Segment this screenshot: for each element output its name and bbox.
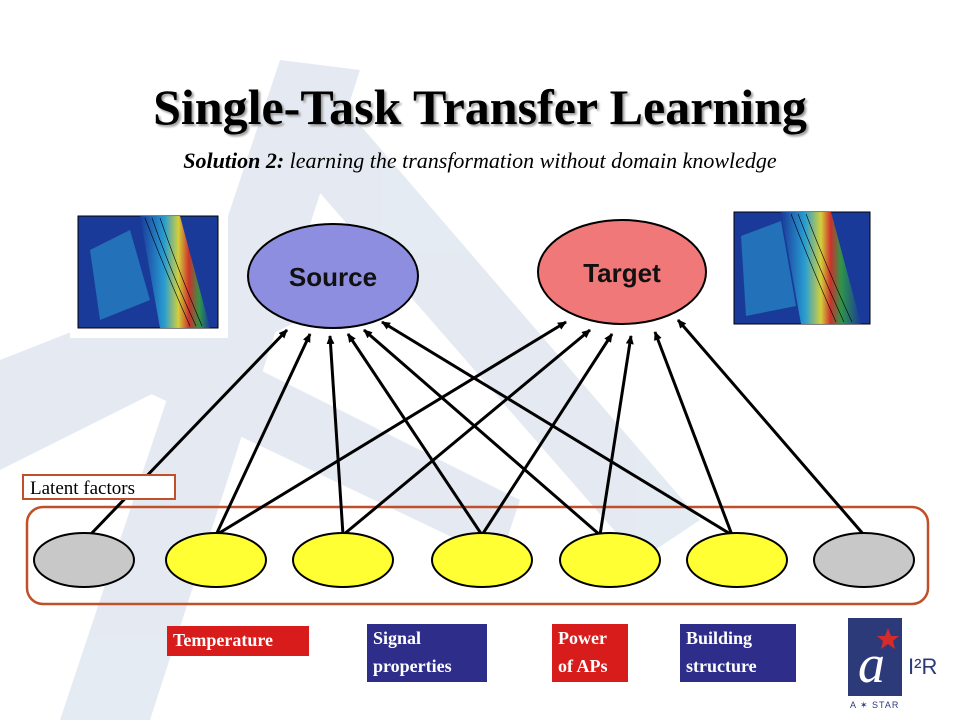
target-node [537, 219, 707, 325]
latent-factors-label: Latent factors [22, 474, 176, 500]
latent-factor-node [686, 532, 788, 588]
slide-subtitle: Solution 2: learning the transformation … [0, 148, 960, 174]
astar-i2r-logo: a I²R A ✶ STAR [848, 618, 937, 710]
arrow-f7-target [676, 319, 866, 536]
factor-label-text: Building [686, 628, 753, 648]
factor-label-text: Signal [373, 628, 422, 648]
arrow-f3-target [342, 328, 591, 537]
factor-label-power-of-aps: Power of APs [552, 624, 628, 682]
logo-i2r-text: I²R [908, 654, 937, 679]
latent-factors-frame [25, 505, 930, 606]
factor-label-text: Power [558, 628, 607, 648]
factor-label-text: of APs [558, 656, 608, 676]
svg-text:a: a [858, 634, 885, 694]
factor-label-signal-properties: Signal properties [367, 624, 487, 682]
latent-factor-node [431, 532, 533, 588]
factor-label-text: Temperature [173, 630, 273, 650]
logo-astar-text: A ✶ STAR [850, 700, 899, 710]
source-label: Source [288, 262, 378, 292]
target-label: Target [583, 258, 661, 288]
source-heatmap-plot [70, 210, 228, 338]
latent-factor-node [165, 532, 267, 588]
source-node [247, 223, 419, 329]
latent-factor-node [813, 532, 915, 588]
arrow-f5-target [598, 335, 634, 536]
arrow-f5-source [363, 328, 601, 537]
arrow-f6-source [381, 320, 733, 537]
latent-factor-node [559, 532, 661, 588]
factor-label-text: properties [373, 656, 452, 676]
latent-factor-node [33, 532, 135, 588]
arrow-f4-target [480, 333, 614, 536]
arrow-f1-source [88, 328, 289, 537]
subtitle-text: learning the transformation without doma… [284, 148, 777, 173]
factor-label-building-structure: Building structure [680, 624, 796, 682]
arrow-f2-source [214, 333, 312, 536]
latent-factor-node [292, 532, 394, 588]
slide-title: Single-Task Transfer Learning [153, 79, 807, 135]
arrow-f4-source [346, 333, 484, 536]
arrow-f6-target [653, 331, 734, 536]
target-heatmap-plot [726, 206, 876, 334]
arrow-f2-target [215, 320, 567, 537]
factor-label-text: structure [686, 656, 757, 676]
arrow-f3-source [326, 335, 345, 536]
subtitle-lead: Solution 2: [183, 148, 285, 173]
factor-label-temperature: Temperature [167, 626, 309, 656]
